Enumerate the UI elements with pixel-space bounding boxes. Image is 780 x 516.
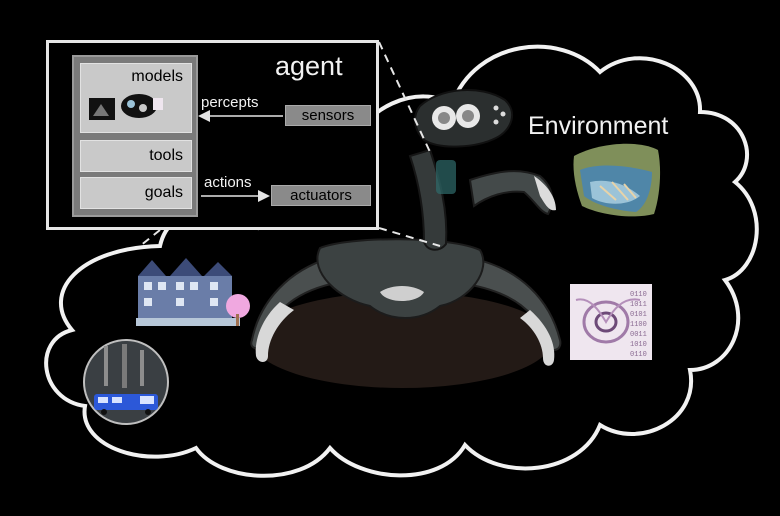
robot-shadow — [252, 292, 552, 388]
svg-text:0110: 0110 — [630, 291, 647, 299]
robot-illustration — [250, 89, 562, 366]
models-thumbnail — [89, 94, 163, 120]
sensors-box: sensors — [285, 105, 371, 126]
actuators-box: actuators — [271, 185, 371, 206]
models-label: models — [131, 68, 183, 85]
goals-label: goals — [144, 184, 183, 201]
environment-title: Environment — [528, 112, 669, 140]
svg-text:0101: 0101 — [630, 311, 647, 319]
buildings-image — [136, 258, 250, 326]
terrain-image — [573, 143, 661, 217]
tools-panel: tools — [80, 140, 192, 172]
agent-title: agent — [275, 51, 343, 81]
svg-text:0011: 0011 — [630, 331, 647, 339]
zoom-line-left — [139, 229, 161, 247]
models-panel: models — [80, 63, 192, 133]
zoom-line-top — [378, 41, 431, 153]
svg-text:1100: 1100 — [630, 321, 647, 329]
city-bus-image — [83, 339, 169, 425]
agent-components-stack: models tools goals — [72, 55, 198, 217]
svg-text:1011: 1011 — [630, 301, 647, 309]
goals-panel: goals — [80, 177, 192, 209]
code-pattern-image: 0110 1011 0101 1100 0011 1010 0110 — [570, 284, 652, 360]
svg-text:0110: 0110 — [630, 351, 647, 359]
actions-label: actions — [204, 174, 252, 191]
svg-text:1010: 1010 — [630, 341, 647, 349]
zoom-line-bottom — [378, 227, 441, 247]
tools-label: tools — [149, 147, 183, 164]
agent-box: agent models tools goals percepts — [46, 40, 379, 230]
percepts-label: percepts — [201, 94, 259, 111]
